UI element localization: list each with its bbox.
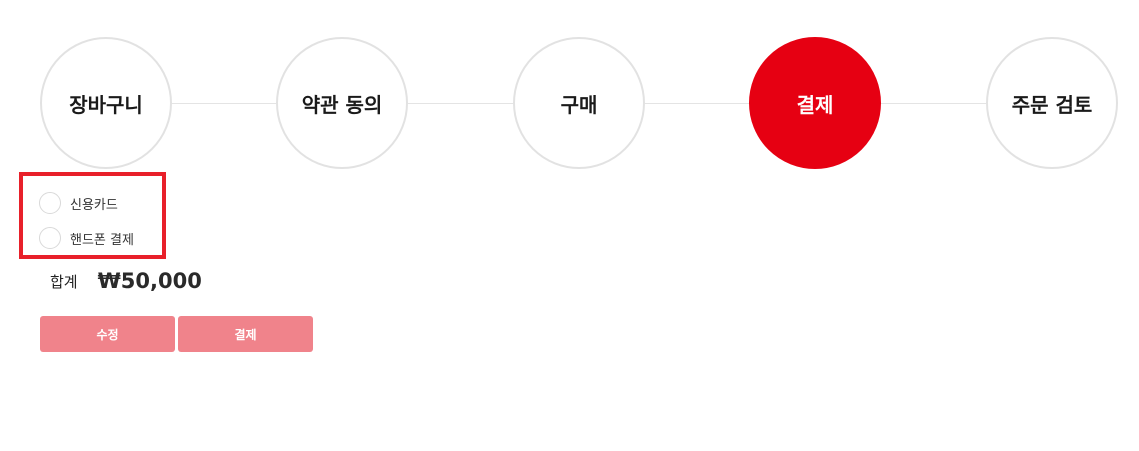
step-cart-label: 장바구니 (69, 92, 143, 117)
payment-method-group: 신용카드 핸드폰 결제 (19, 172, 166, 259)
step-terms-agreement-label: 약관 동의 (301, 92, 383, 117)
step-payment-label: 결제 (796, 92, 834, 117)
step-terms-agreement: 약관 동의 (276, 37, 408, 169)
payment-option-mobile[interactable]: 핸드폰 결제 (39, 227, 134, 249)
step-order-review: 주문 검토 (986, 37, 1118, 169)
pay-button[interactable]: 결제 (178, 316, 313, 352)
step-payment: 결제 (749, 37, 881, 169)
credit-card-label: 신용카드 (70, 197, 118, 213)
step-cart: 장바구니 (40, 37, 172, 169)
step-purchase: 구매 (513, 37, 645, 169)
step-order-review-label: 주문 검토 (1011, 92, 1093, 117)
total-label: 합계 (50, 272, 78, 291)
credit-card-radio[interactable] (39, 192, 61, 214)
total-amount: ₩50,000 (97, 269, 202, 293)
order-total: 합계 ₩50,000 (50, 269, 202, 293)
step-indicator: 장바구니 약관 동의 구매 결제 주문 검토 (0, 0, 1139, 175)
mobile-payment-radio[interactable] (39, 227, 61, 249)
edit-button[interactable]: 수정 (40, 316, 175, 352)
mobile-payment-label: 핸드폰 결제 (70, 232, 134, 248)
step-purchase-label: 구매 (560, 92, 598, 117)
payment-option-credit-card[interactable]: 신용카드 (39, 192, 118, 214)
